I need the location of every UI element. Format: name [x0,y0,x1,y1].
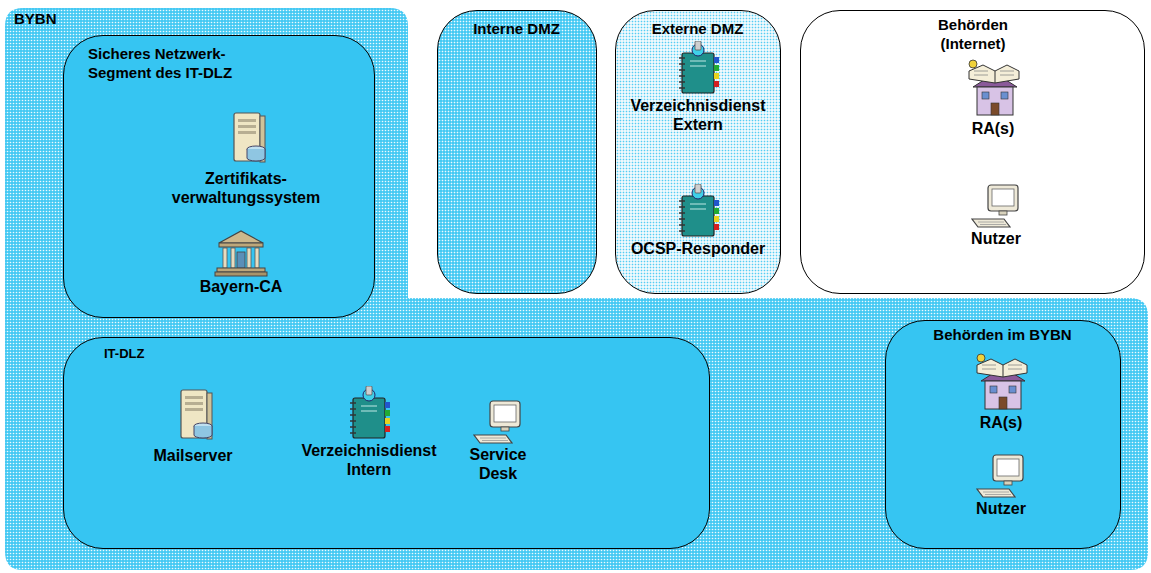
zone-title: Sicheres Netzwerk-Segment des IT-DLZ [88,44,273,82]
zone-title: Interne DMZ [438,19,595,38]
network-zone: Behörden (Internet) RA(s) Nutzer [800,10,1145,294]
pc-icon [966,183,1026,229]
book-icon [668,41,728,96]
system-icon: OCSP-Responder [618,184,778,258]
icon-label: Verzeichnisdienst Extern [618,96,778,134]
pc-icon [971,453,1031,499]
icon-label: Nutzer [951,499,1051,518]
system-icon: Nutzer [951,453,1051,518]
icon-label: Nutzer [946,229,1046,248]
system-icon: Mailserver [133,386,253,465]
region-title: BYBN [14,9,134,28]
book-icon [339,386,399,441]
system-icon: Nutzer [946,183,1046,248]
icon-label: Bayern-CA [166,277,316,296]
icon-label: Zertifikats- verwaltungssystem [156,169,336,207]
system-icon: Bayern-CA [166,227,316,296]
system-icon: RA(s) [951,353,1051,432]
ca-icon [211,227,271,277]
icon-label: RA(s) [951,413,1051,432]
icon-label: RA(s) [943,119,1043,138]
book-icon [668,184,728,239]
system-icon: RA(s) [943,59,1043,138]
network-zone: IT-DLZ Mailserver Verzeichnisdienst Intern… [63,337,710,549]
system-icon: Verzeichnisdienst Intern [289,386,449,479]
network-zone: Externe DMZ Verzeichnisdienst ExternOCSP-… [615,10,781,294]
server-icon [216,109,276,169]
zone-title: Externe DMZ [616,19,779,38]
zone-title: IT-DLZ [104,344,224,363]
icon-label: Verzeichnisdienst Intern [289,441,449,479]
icon-label: Service Desk [453,445,543,483]
zone-title: Behörden (Internet) [913,15,1033,53]
icon-label: OCSP-Responder [618,239,778,258]
icon-label: Mailserver [133,446,253,465]
house-icon [971,353,1031,413]
server-icon [163,386,223,446]
system-icon: Verzeichnisdienst Extern [618,41,778,134]
system-icon: Service Desk [453,399,543,483]
system-icon: Zertifikats- verwaltungssystem [156,109,336,207]
house-icon [963,59,1023,119]
network-zone: Interne DMZ [437,10,597,294]
network-zone: Sicheres Netzwerk-Segment des IT-DLZ Zert… [63,35,375,318]
network-zone: Behörden im BYBN RA(s) Nutzer [885,320,1121,549]
pc-icon [468,399,528,445]
zone-title: Behörden im BYBN [886,325,1119,344]
